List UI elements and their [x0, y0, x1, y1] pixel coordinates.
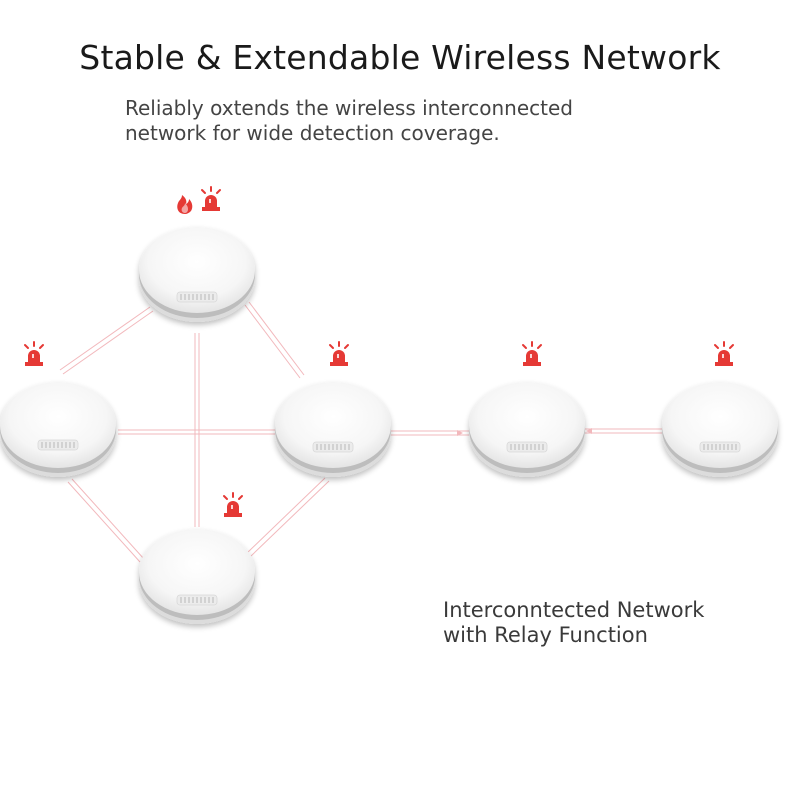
alarm-light-icon	[223, 492, 243, 518]
link-left-middle	[118, 429, 276, 435]
detector-relay	[469, 382, 585, 477]
link-middle-bottom	[246, 477, 330, 557]
link-middle-relay	[390, 430, 470, 436]
link-relay-far	[584, 428, 662, 434]
vent-grille	[37, 439, 79, 451]
vent-grille	[506, 441, 548, 453]
alarm-light-icon	[522, 341, 542, 367]
link-lines	[59, 301, 662, 563]
link-top-left	[59, 306, 154, 375]
alarm-light-icon	[714, 341, 734, 367]
alarm-light-icon	[329, 341, 349, 367]
alarm-light-icon	[24, 341, 44, 367]
caption: Interconntected Network with Relay Funct…	[443, 598, 783, 648]
vent-grille	[176, 291, 218, 303]
page-title: Stable & Extendable Wireless Network	[79, 38, 721, 77]
subtitle-line-1: Reliably oxtends the wireless interconne…	[125, 96, 573, 120]
detector-left	[0, 382, 116, 477]
detector-middle	[275, 382, 391, 477]
arrow-left-icon	[586, 428, 592, 434]
detector-bottom	[139, 529, 255, 624]
caption-line-1: Interconntected Network	[443, 598, 705, 622]
subtitle: Reliably oxtends the wireless interconne…	[125, 96, 685, 146]
detector-far	[662, 382, 778, 477]
detector-top	[139, 227, 255, 322]
link-top-middle	[244, 301, 305, 379]
fire-icon	[177, 195, 193, 214]
arrow-right-icon	[457, 430, 463, 436]
vent-grille	[312, 441, 354, 453]
caption-line-2: with Relay Function	[443, 623, 648, 647]
vent-grille	[699, 441, 741, 453]
link-left-bottom	[67, 478, 145, 563]
subtitle-line-2: network for wide detection coverage.	[125, 121, 500, 145]
alarm-light-icon	[201, 186, 221, 212]
vent-grille	[176, 594, 218, 606]
